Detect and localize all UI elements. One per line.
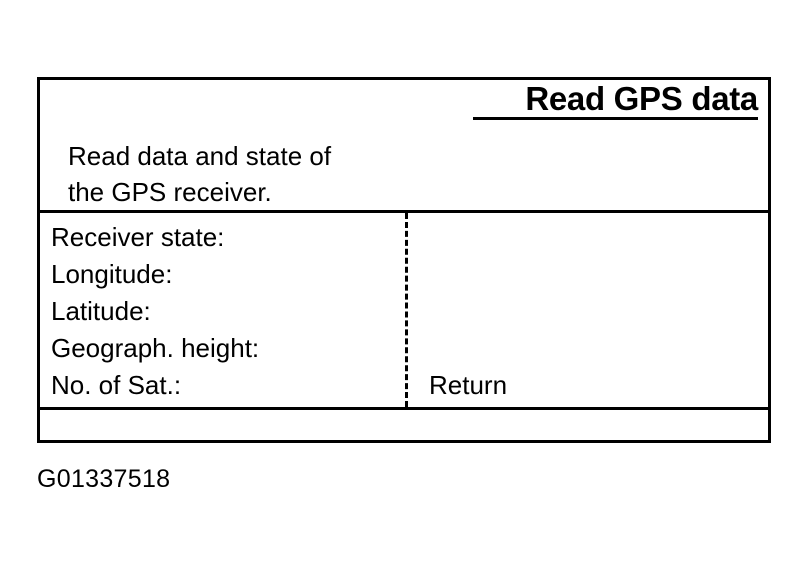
figure-caption: G01337518 — [37, 465, 171, 493]
screen-header-band: Read GPS data Read data and state of the… — [40, 80, 768, 213]
page-title: Read GPS data — [525, 80, 758, 117]
gps-screen-frame: Read GPS data Read data and state of the… — [37, 77, 771, 443]
return-button[interactable]: Return — [429, 370, 508, 400]
field-label-geograph-height: Geograph. height: — [51, 333, 260, 363]
field-value-column-divider — [405, 213, 408, 407]
screen-description: Read data and state of the GPS receiver. — [68, 141, 332, 207]
screen-bottom-strip — [40, 410, 768, 440]
field-label-receiver-state: Receiver state: — [51, 222, 225, 252]
title-underline — [473, 117, 758, 120]
gps-field-area: Receiver state: Longitude: Latitude: Geo… — [40, 213, 768, 410]
field-label-no-of-sat: No. of Sat.: — [51, 370, 182, 400]
field-label-latitude: Latitude: — [51, 296, 151, 326]
gps-field-list: Receiver state: Longitude: Latitude: Geo… — [51, 219, 406, 404]
field-label-longitude: Longitude: — [51, 259, 173, 289]
